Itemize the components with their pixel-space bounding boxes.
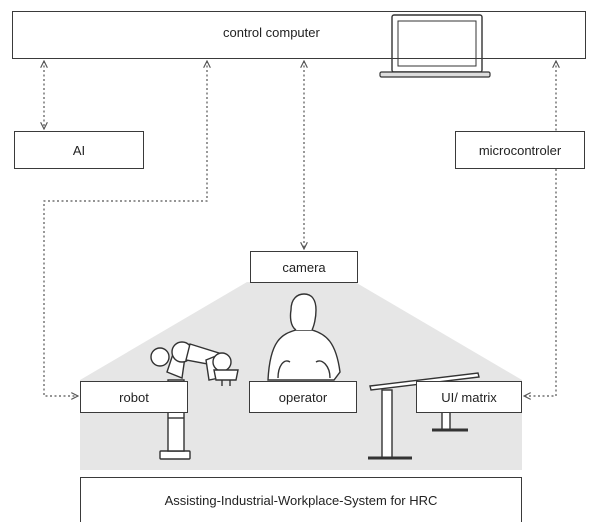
- robot-label: robot: [119, 389, 149, 405]
- microcontroller-label: microcontroler: [478, 142, 562, 158]
- connector-lines: [44, 61, 556, 396]
- control-computer-label: control computer: [223, 24, 320, 40]
- operator-silhouette-icon: [267, 293, 341, 381]
- robot-box: robot: [80, 381, 188, 413]
- connector-computer-robot: [43, 61, 207, 396]
- camera-box: camera: [250, 251, 358, 283]
- operator-label: operator: [278, 389, 328, 405]
- robot-arm-icon: [150, 341, 239, 460]
- microcontroller-box: microcontroler: [455, 131, 585, 169]
- ai-label: AI: [72, 142, 86, 158]
- connector-computer-ui-matrix: [524, 61, 556, 396]
- ui-matrix-box: UI/ matrix: [416, 381, 522, 413]
- camera-label: camera: [282, 259, 326, 275]
- operator-box: operator: [249, 381, 357, 413]
- system-label: Assisting-Industrial-Workplace-System fo…: [164, 492, 438, 508]
- laptop-icon: [379, 14, 491, 78]
- ai-box: AI: [14, 131, 144, 169]
- ui-matrix-label: UI/ matrix: [441, 389, 497, 405]
- system-box: Assisting-Industrial-Workplace-System fo…: [80, 477, 522, 522]
- control-computer-box: control computer: [12, 11, 586, 59]
